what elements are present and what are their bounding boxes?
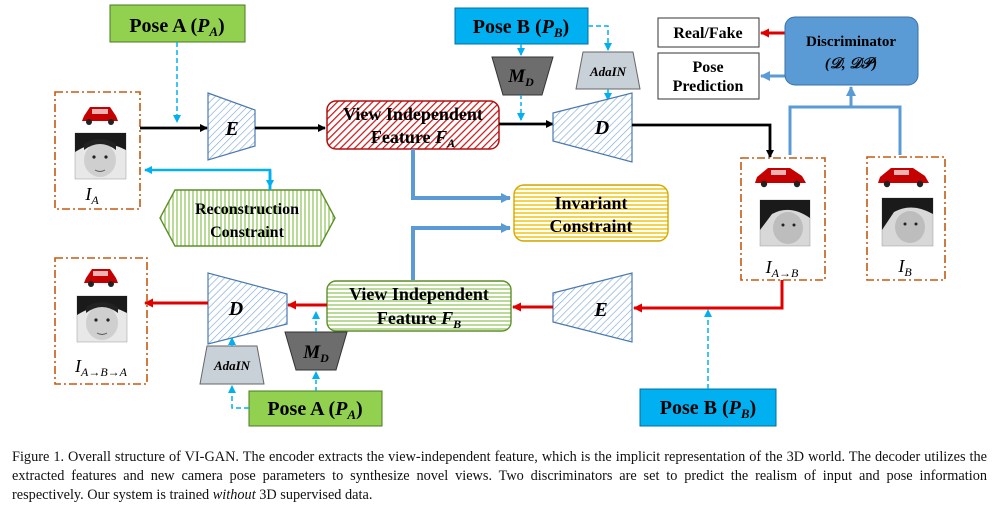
adain-bottom-label: AdaIN	[213, 358, 251, 373]
decoder-top: D	[552, 92, 633, 163]
decoder-top-label: D	[594, 117, 609, 139]
images-to-discriminator-arrow	[788, 105, 902, 155]
svg-text:MD: MD	[302, 342, 329, 365]
vif-b-line2: Feature	[377, 308, 441, 328]
discriminator-title: Discriminator	[806, 34, 896, 50]
pose-b-bottom-box: Pose B (PB)	[639, 388, 777, 427]
decoder-to-image-ab-arrow	[632, 123, 774, 158]
pose-a-top-label: Pose A (	[129, 15, 197, 37]
pose-prediction-line1: Pose	[692, 59, 723, 76]
encoder-top-label: E	[224, 118, 238, 140]
adain-top-label: AdaIN	[589, 64, 627, 79]
caption-emphasis: without	[212, 487, 256, 504]
encoder-top: E	[207, 92, 256, 161]
svg-text:Pose B (PB): Pose B (PB)	[473, 16, 569, 40]
encoder-bottom-label: E	[593, 299, 607, 321]
svg-text:IA→B→A: IA→B→A	[74, 356, 128, 379]
real-fake-box: Real/Fake	[657, 17, 760, 48]
reconstruction-to-image-a-arrow	[144, 166, 272, 190]
image-ab-frame: IA→B	[740, 157, 826, 281]
image-a-frame: IA	[54, 91, 141, 210]
svg-text:IA: IA	[84, 184, 99, 207]
pose-a-top-box: Pose A (PA)	[109, 4, 246, 43]
car-icon	[84, 269, 118, 287]
reconstruction-line2: Constraint	[210, 224, 284, 241]
pose-b-top-to-adain-arrow	[588, 25, 612, 51]
svg-text:IA→B: IA→B	[765, 257, 799, 280]
vif-b-box: View Independent Feature FB	[326, 280, 512, 332]
vif-a-line2: Feature	[371, 127, 435, 147]
pose-prediction-box: Pose Prediction	[657, 52, 760, 100]
svg-text:Pose B (PB): Pose B (PB)	[660, 397, 756, 421]
md-bottom-label: M	[302, 342, 321, 363]
pose-a-bottom-to-adain-arrow	[228, 385, 249, 409]
pose-b-top-label: Pose B (	[473, 16, 542, 38]
image-aba-frame: IA→B→A	[54, 257, 148, 385]
image-a-label: I	[84, 184, 92, 204]
vi-gan-diagram: Pose A (PA) Pose B (PB) IA	[54, 4, 946, 427]
caption-part2: 3D supervised data.	[255, 487, 373, 504]
reconstruction-constraint-box: Reconstruction Constraint	[159, 189, 336, 247]
face-photo	[759, 199, 811, 247]
face-photo	[881, 197, 934, 247]
pose-prediction-line2: Prediction	[673, 78, 744, 95]
face-photo	[76, 295, 128, 343]
invariant-line2: Constraint	[549, 216, 632, 236]
svg-text:Pose A (PA): Pose A (PA)	[267, 398, 362, 422]
svg-text:Pose A (PA): Pose A (PA)	[129, 15, 224, 39]
image-b-frame: IB	[866, 156, 946, 281]
adain-bottom-block: AdaIN	[199, 345, 265, 385]
decoder-bottom-label: D	[228, 298, 243, 320]
pose-b-top-box: Pose B (PB)	[454, 7, 589, 45]
md-top-block: MD	[491, 56, 554, 96]
vif-a-to-invariant-arrow	[411, 149, 511, 203]
md-bottom-block: MD	[284, 331, 348, 371]
car-icon	[878, 168, 929, 188]
vif-b-line1: View Independent	[349, 284, 489, 304]
vif-b-to-invariant-arrow	[411, 223, 511, 280]
car-icon	[755, 168, 806, 188]
md-top-label: M	[507, 66, 526, 87]
invariant-constraint-box: Invariant Constraint	[513, 184, 669, 242]
svg-text:Feature FB: Feature FB	[377, 308, 461, 331]
pose-b-bottom-label: Pose B (	[660, 397, 729, 419]
image-ab-to-encoder-bottom-arrow	[633, 280, 784, 313]
svg-text:Feature FA: Feature FA	[371, 127, 455, 150]
svg-text:MD: MD	[507, 66, 534, 89]
image-b-label: I	[897, 256, 905, 276]
decoder-bottom: D	[207, 272, 288, 345]
image-ab-label: I	[765, 257, 773, 277]
pose-a-bottom-label: Pose A (	[267, 398, 335, 420]
pose-a-bottom-box: Pose A (PA)	[248, 390, 383, 427]
real-fake-label: Real/Fake	[673, 25, 742, 42]
figure-caption: Figure 1. Overall structure of VI-GAN. T…	[12, 448, 987, 506]
vif-a-line1: View Independent	[343, 104, 483, 124]
encoder-bottom: E	[552, 272, 633, 343]
adain-top-block: AdaIN	[575, 51, 641, 90]
image-aba-label: I	[74, 356, 82, 376]
discriminator-box: Discriminator (𝒟, 𝒟𝒫)	[784, 16, 919, 86]
svg-text:IB: IB	[897, 256, 912, 279]
reconstruction-line1: Reconstruction	[195, 201, 299, 218]
invariant-line1: Invariant	[554, 193, 627, 213]
vif-a-box: View Independent Feature FA	[326, 100, 500, 150]
caption-part1: Figure 1. Overall structure of VI-GAN. T…	[12, 449, 987, 504]
car-icon	[82, 107, 118, 125]
face-photo	[74, 132, 127, 180]
discriminator-sub: (𝒟, 𝒟𝒫)	[825, 56, 877, 72]
